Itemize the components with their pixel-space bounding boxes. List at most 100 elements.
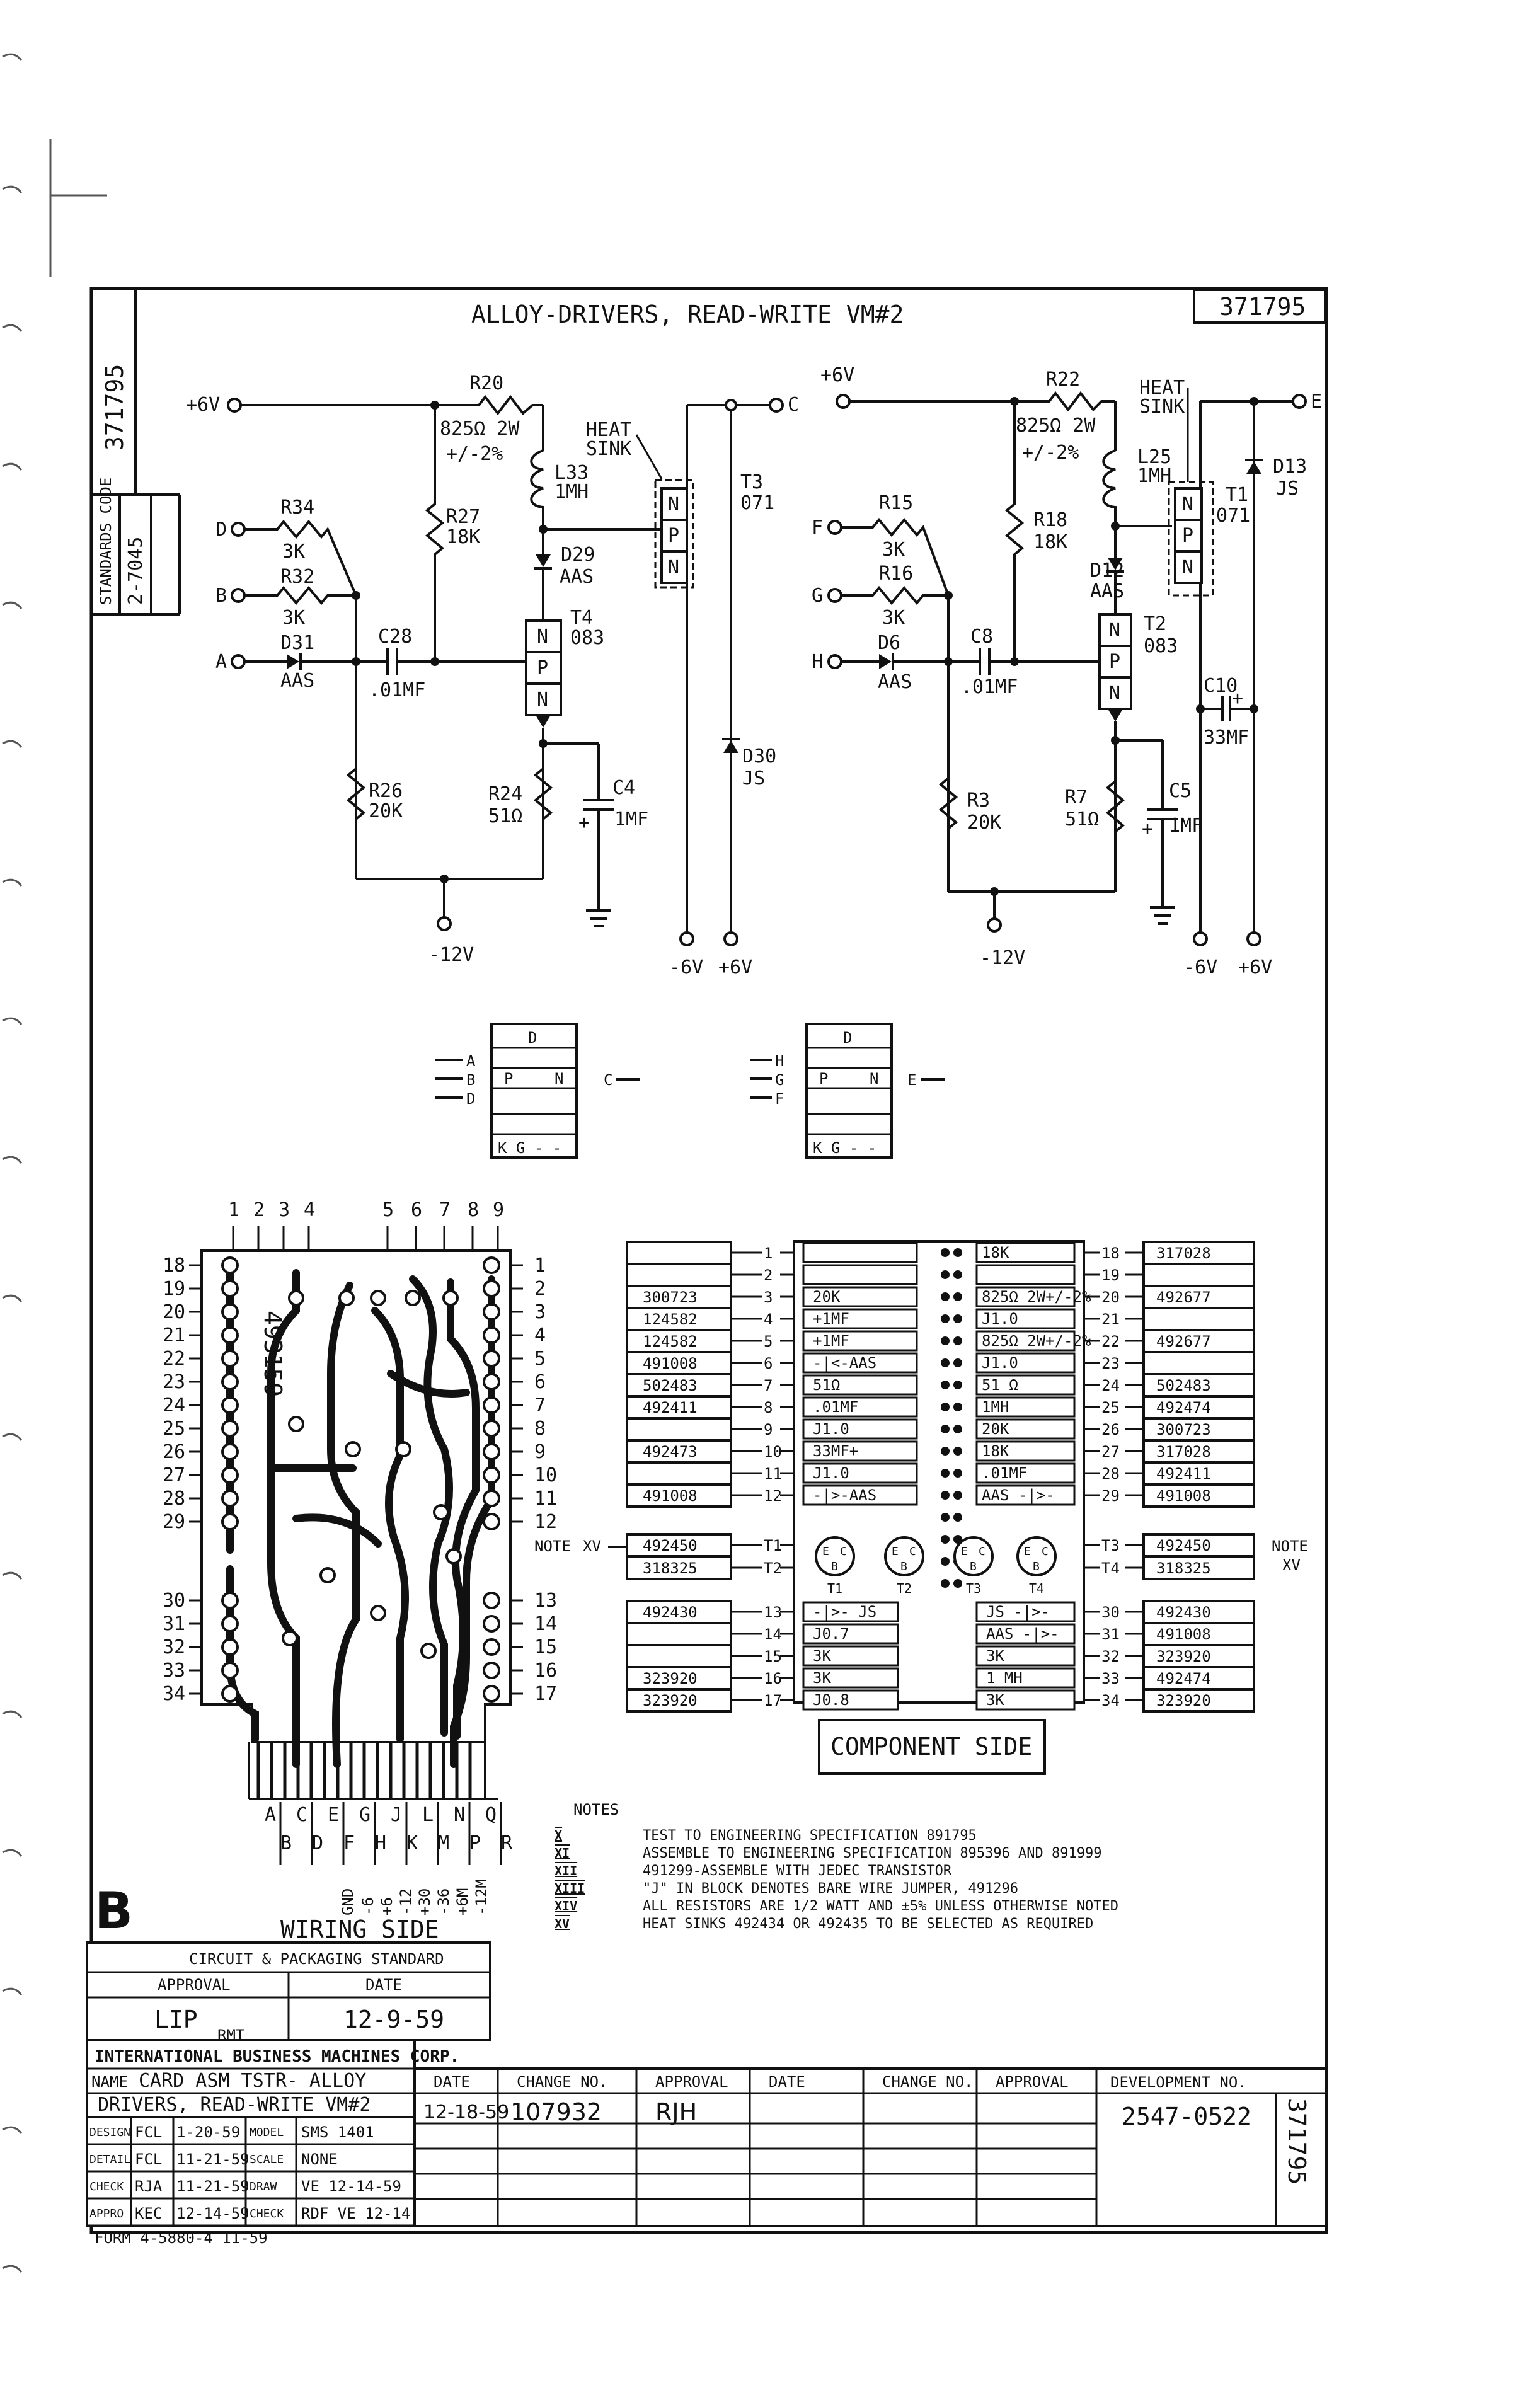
r24-label: R24 <box>488 783 522 805</box>
c8-label: C8 <box>970 626 993 648</box>
inner-left-lower-cell <box>802 1645 899 1667</box>
jumper-dot <box>941 1469 950 1478</box>
card-number: 493159 <box>259 1311 287 1397</box>
component-left-num: 10 <box>764 1443 782 1461</box>
margin-strip: 371795 STANDARDS CODE 2-7045 <box>91 289 181 616</box>
heat-sink-left-label-2: SINK <box>586 438 631 460</box>
component-right-cell <box>1142 1263 1255 1287</box>
t2-label: T2 <box>1144 613 1166 635</box>
component-right-num: T4 <box>1101 1559 1120 1577</box>
component-right-num: 31 <box>1101 1626 1120 1643</box>
wiring-pad <box>370 1605 386 1621</box>
title-row-key: APPRO <box>89 2207 124 2220</box>
wiring-pad <box>288 1290 304 1306</box>
wiring-pad <box>221 1466 239 1484</box>
component-right-num: 25 <box>1101 1399 1120 1416</box>
component-right-cell <box>1142 1483 1255 1508</box>
wiring-pad <box>221 1638 239 1656</box>
title-row-who: FCL <box>135 2123 162 2141</box>
inner-right-lower-cell <box>975 1623 1076 1645</box>
note-number: XI <box>555 1846 570 1861</box>
right-minus12v-label: -12V <box>980 947 1025 969</box>
component-left-num: 15 <box>764 1648 782 1665</box>
r32-value: 3K <box>282 607 305 629</box>
drawing-number: 371795 <box>1219 293 1306 321</box>
svg-text:D: D <box>466 1090 475 1108</box>
wiring-voltage-label: +6M <box>454 1888 471 1915</box>
wiring-left-number: 30 <box>163 1590 185 1612</box>
svg-text:N: N <box>1182 493 1193 515</box>
output-c-label: C <box>788 394 799 416</box>
wiring-voltage-label: +30 <box>416 1888 434 1915</box>
component-left-part: 491008 <box>643 1487 698 1505</box>
component-right-cell <box>1142 1307 1255 1331</box>
left-minus6v-label: -6V <box>669 956 703 979</box>
component-left-cell <box>626 1461 732 1486</box>
r32-label: R32 <box>280 566 314 588</box>
component-right-num: 30 <box>1101 1604 1120 1621</box>
d30-label: D30 <box>742 745 776 767</box>
wiring-top-number: 1 <box>228 1199 239 1221</box>
change-header: APPROVAL <box>655 2073 728 2091</box>
component-right-cell <box>1142 1329 1255 1353</box>
wiring-right-number: 8 <box>534 1418 546 1440</box>
wiring-pad <box>483 1685 500 1703</box>
note-number: XII <box>555 1863 577 1878</box>
jumper-dot <box>941 1381 950 1389</box>
component-left-num: 6 <box>764 1355 773 1372</box>
transistor-pin-label: C <box>840 1545 847 1558</box>
title-row-date: 11-21-59 <box>176 2178 250 2195</box>
l33-label: L33 <box>555 462 589 484</box>
c28-label: C28 <box>378 626 412 648</box>
component-right-num: 23 <box>1101 1355 1120 1372</box>
wiring-pad <box>338 1290 355 1306</box>
jumper-dot <box>953 1358 962 1367</box>
inner-right-value: AAS -|>- <box>982 1486 1055 1504</box>
inner-left-value: 20K <box>813 1288 841 1306</box>
jumper-dot <box>941 1557 950 1566</box>
wiring-pad <box>221 1615 239 1633</box>
wiring-left-number: 31 <box>163 1613 185 1635</box>
wiring-pad <box>483 1638 500 1656</box>
component-left-num: 4 <box>764 1311 773 1328</box>
component-left-num: 2 <box>764 1266 773 1284</box>
standards-code-value: 2-7045 <box>125 537 147 605</box>
approval-value: LIP <box>154 2006 198 2033</box>
jumper-dot <box>953 1425 962 1433</box>
input-g-label: G <box>812 585 823 607</box>
wiring-pad <box>221 1490 239 1507</box>
svg-text:N: N <box>1182 556 1193 578</box>
circuit-right: +6V R22 825Ω 2W +/-2% L25 1MH D12 AAS HE… <box>812 364 1322 979</box>
change-header: CHANGE NO. <box>517 2073 608 2091</box>
right-plus6v-b-label: +6V <box>1238 956 1272 979</box>
wiring-pad <box>483 1280 500 1297</box>
r34-label: R34 <box>280 497 314 519</box>
note-number: X <box>555 1828 562 1843</box>
c5-value: 1MF <box>1169 815 1203 837</box>
wiring-left-number: 21 <box>163 1324 185 1347</box>
transistor-pin-label: B <box>1033 1560 1040 1573</box>
wiring-pin-upper: G <box>359 1804 371 1826</box>
component-left-num: 11 <box>764 1465 782 1483</box>
wiring-pad <box>420 1643 437 1659</box>
wiring-pad <box>445 1548 462 1565</box>
inner-left-value: .01MF <box>813 1398 858 1416</box>
wiring-pad <box>288 1416 304 1432</box>
wiring-right-number: 5 <box>534 1348 546 1370</box>
wiring-right-number: 1 <box>534 1255 546 1277</box>
inner-right-lower-cell <box>975 1601 1076 1622</box>
wiring-left-number: 23 <box>163 1371 185 1393</box>
jumper-dot <box>941 1425 950 1433</box>
component-right-part: 492677 <box>1156 1289 1211 1306</box>
svg-text:D: D <box>528 1029 537 1047</box>
title-row-key2: SCALE <box>250 2153 284 2166</box>
wiring-pad <box>483 1615 500 1633</box>
component-left-part: 323920 <box>643 1670 698 1687</box>
component-right-cell <box>1142 1688 1255 1713</box>
title-row-date: 1-20-59 <box>176 2123 240 2141</box>
component-right-cell <box>1142 1556 1255 1580</box>
wiring-right-number: 6 <box>534 1371 546 1393</box>
name-line-1: CARD ASM TSTR- ALLOY <box>139 2070 366 2092</box>
wiring-pad <box>483 1420 500 1437</box>
wiring-pad <box>395 1441 411 1457</box>
